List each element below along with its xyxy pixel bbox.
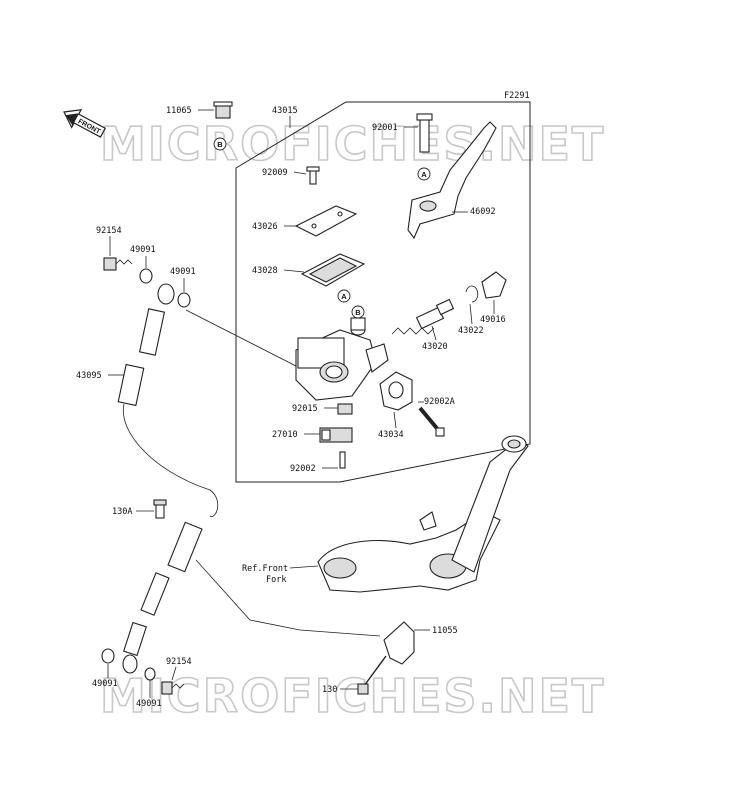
svg-text:92002A: 92002A: [424, 397, 455, 407]
bracket-11055: [363, 621, 415, 687]
piston-assembly-43020: [391, 298, 455, 335]
washer-49091-a: [139, 268, 153, 284]
callout-a-body: A: [337, 289, 351, 303]
bolt-130A: [153, 499, 167, 519]
washer-49091-c: [101, 648, 115, 664]
svg-text:43095: 43095: [76, 371, 102, 381]
brake-lever-46092: [407, 121, 497, 240]
label-ref-front-fork: Ref.Front Fork: [242, 564, 319, 585]
svg-text:43015: 43015: [272, 106, 298, 116]
label-46092: 46092: [452, 207, 496, 217]
svg-text:49091: 49091: [92, 679, 118, 689]
reservoir-cap: [294, 205, 358, 237]
bolt-92002A: [418, 406, 445, 437]
label-92001: 92001: [372, 123, 418, 133]
svg-text:11055: 11055: [432, 626, 458, 636]
label-43034: 43034: [378, 411, 404, 440]
label-92002A: 92002A: [418, 397, 455, 407]
svg-text:49091: 49091: [130, 245, 156, 255]
bolt-130: [357, 683, 369, 695]
label-27010: 27010: [272, 430, 320, 440]
cap-92015: [337, 403, 353, 415]
svg-text:130A: 130A: [112, 507, 132, 517]
label-92009: 92009: [262, 168, 307, 178]
label-130A: 130A: [112, 507, 154, 517]
pivot-bolt-92001: [416, 113, 433, 153]
washer-49091-d: [144, 667, 156, 681]
watermark-bottom: MICROFICHES.NET: [100, 669, 605, 723]
svg-text:92001: 92001: [372, 123, 398, 133]
label-49091-c: 49091: [92, 664, 118, 689]
label-43022: 43022: [458, 303, 484, 336]
svg-text:92009: 92009: [262, 168, 288, 178]
figure-code: F2291: [504, 91, 530, 101]
label-43020: 43020: [422, 325, 448, 352]
svg-text:27010: 27010: [272, 430, 298, 440]
svg-text:92154: 92154: [96, 226, 122, 236]
label-49091-b: 49091: [170, 267, 196, 292]
label-49091-a: 49091: [130, 245, 156, 268]
callout-b-body: B: [351, 305, 365, 319]
label-130: 130: [322, 685, 358, 695]
svg-text:130: 130: [322, 685, 337, 695]
svg-text:43034: 43034: [378, 430, 404, 440]
svg-text:43026: 43026: [252, 222, 278, 232]
label-92002: 92002: [290, 464, 338, 474]
screw-92002: [339, 451, 346, 469]
brake-switch-27010: [319, 427, 353, 443]
callout-b-top: B: [213, 137, 227, 151]
label-11065: 11065: [166, 106, 214, 116]
label-43026: 43026: [252, 222, 298, 232]
svg-text:92015: 92015: [292, 404, 318, 414]
label-92154-top: 92154: [96, 226, 122, 256]
callout-a-lever: A: [417, 167, 431, 181]
banjo-bolt-92154-top: [103, 257, 133, 271]
svg-text:11065: 11065: [166, 106, 192, 116]
svg-text:92154: 92154: [166, 657, 192, 667]
master-cylinder-body: [295, 317, 389, 401]
washer-49091-b: [177, 292, 191, 308]
label-11055: 11055: [414, 626, 458, 636]
svg-text:Ref.Front: Ref.Front: [242, 564, 288, 574]
label-43015: 43015: [272, 106, 298, 128]
svg-text:Fork: Fork: [266, 575, 286, 585]
label-43095: 43095: [76, 371, 124, 381]
svg-text:43022: 43022: [458, 326, 484, 336]
svg-text:A: A: [421, 170, 427, 179]
label-49091-d: 49091: [136, 680, 162, 709]
label-49016: 49016: [480, 300, 506, 325]
label-43028: 43028: [252, 266, 305, 276]
svg-text:43020: 43020: [422, 342, 448, 352]
assembly-frame: [235, 101, 531, 483]
brake-hose-43095: [117, 283, 219, 674]
svg-text:B: B: [217, 140, 223, 149]
svg-text:49016: 49016: [480, 315, 506, 325]
label-92015: 92015: [292, 404, 338, 414]
svg-text:A: A: [341, 292, 347, 301]
svg-text:49091: 49091: [170, 267, 196, 277]
cap-11065: [213, 101, 233, 119]
circlip-43022: [465, 285, 479, 303]
svg-text:46092: 46092: [470, 207, 496, 217]
banjo-bolt-92154-bottom: [161, 681, 185, 695]
svg-text:49091: 49091: [136, 699, 162, 709]
clamp-43034: [379, 371, 413, 411]
svg-text:43028: 43028: [252, 266, 278, 276]
svg-text:92002: 92002: [290, 464, 316, 474]
boot-49016: [481, 271, 507, 299]
label-92154-bottom: 92154: [166, 657, 192, 681]
triple-clamp: [317, 435, 529, 593]
screw-92009: [306, 166, 320, 185]
front-arrow-icon: FRONT: [63, 108, 107, 138]
watermark-top: MICROFICHES.NET: [100, 117, 605, 171]
svg-text:B: B: [355, 308, 361, 317]
